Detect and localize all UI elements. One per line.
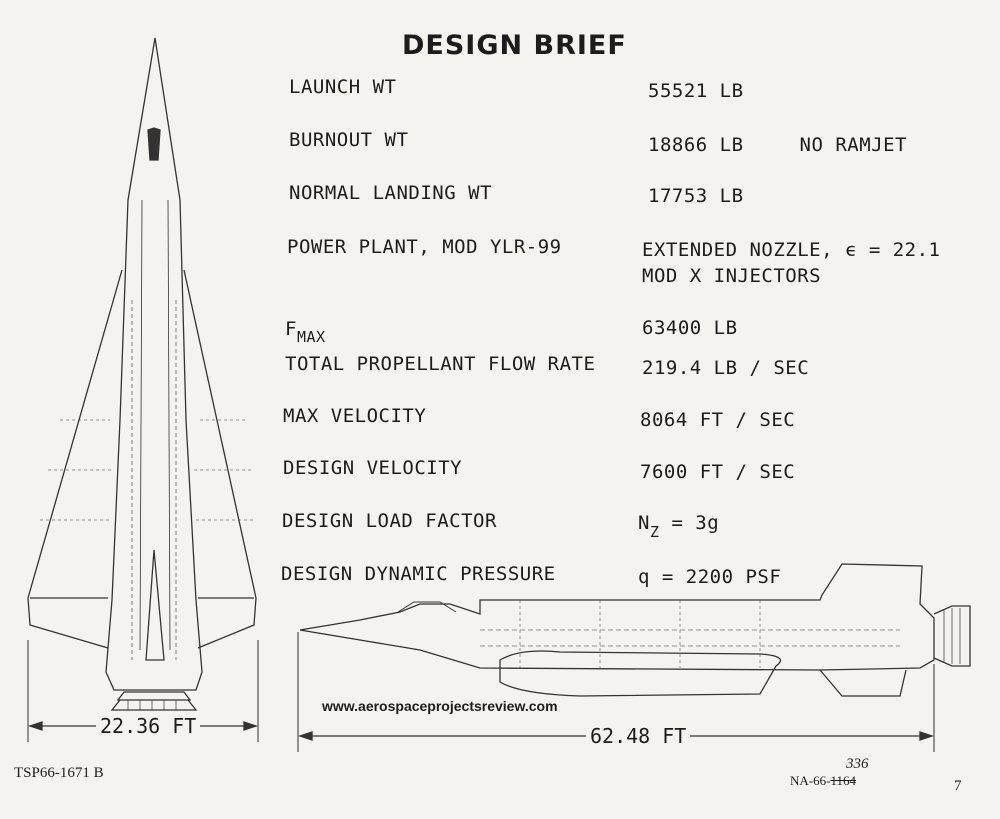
burnout-wt-note: NO RAMJET	[799, 134, 907, 156]
page-number: 7	[954, 778, 962, 794]
spec-value-max-velocity: 8064 FT / SEC	[640, 409, 796, 431]
spec-value-landing-wt: 17753 LB	[648, 185, 744, 207]
spec-value-propellant-flow: 219.4 LB / SEC	[642, 357, 810, 379]
spec-label-burnout-wt: BURNOUT WT	[289, 129, 409, 151]
spec-label-dynamic-pressure: DESIGN DYNAMIC PRESSURE	[281, 563, 556, 585]
top-view-drawing	[27, 37, 259, 742]
span-dimension: 22.36 FT	[96, 714, 201, 738]
spec-label-propellant-flow: TOTAL PROPELLANT FLOW RATE	[285, 353, 596, 375]
length-dimension: 62.48 FT	[586, 724, 691, 748]
spec-label-launch-wt: LAUNCH WT	[289, 76, 397, 98]
doc-ref-prefix: NA-66-	[790, 773, 831, 788]
spec-value-power-plant-2: MOD X INJECTORS	[642, 265, 822, 287]
watermark-url: www.aerospaceprojectsreview.com	[322, 698, 558, 714]
spec-value-load-factor: NZ = 3g	[638, 512, 720, 541]
spec-value-power-plant: EXTENDED NOZZLE, ϵ = 22.1	[642, 239, 941, 261]
nz-rest: = 3g	[659, 512, 720, 534]
spec-value-design-velocity: 7600 FT / SEC	[640, 461, 796, 483]
spec-value-burnout-wt: 18866 LB NO RAMJET	[648, 134, 907, 156]
burnout-wt-value: 18866 LB	[648, 134, 744, 156]
doc-ref-struck: 1164	[830, 773, 856, 788]
spec-value-dynamic-pressure: q = 2200 PSF	[638, 566, 782, 588]
nz-sub: Z	[649, 523, 660, 541]
fmax-sub: MAX	[296, 328, 326, 346]
nz-main: N	[638, 512, 650, 534]
doc-id: TSP66-1671 B	[14, 765, 104, 781]
doc-ref: NA-66-1164	[790, 773, 856, 789]
spec-label-load-factor: DESIGN LOAD FACTOR	[282, 510, 497, 532]
doc-ref-handwritten: 336	[846, 756, 869, 772]
spec-label-max-velocity: MAX VELOCITY	[283, 405, 427, 427]
spec-label-landing-wt: NORMAL LANDING WT	[289, 182, 492, 204]
spec-value-launch-wt: 55521 LB	[648, 80, 744, 102]
page-title: DESIGN BRIEF	[402, 30, 627, 61]
spec-label-fmax: FMAX	[285, 318, 326, 346]
spec-value-fmax: 63400 LB	[642, 317, 738, 339]
fmax-main: F	[285, 318, 297, 340]
spec-label-design-velocity: DESIGN VELOCITY	[283, 457, 463, 479]
spec-label-power-plant: POWER PLANT, MOD YLR-99	[287, 236, 562, 258]
